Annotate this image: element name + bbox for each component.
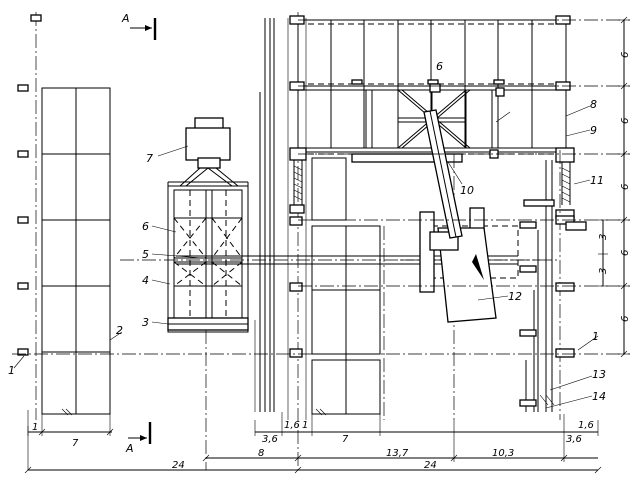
callout-7: 7 (146, 152, 153, 165)
dim-right-6-c: 6 (620, 184, 631, 190)
callout-11: 11 (590, 174, 604, 187)
callout-9: 9 (590, 124, 597, 137)
mobile-crane (400, 109, 540, 420)
dim-bottom-1-right: 1 (302, 420, 308, 431)
callout-6-boom: 6 (436, 60, 443, 73)
callout-1: 1 (8, 364, 15, 377)
dim-bottom-24-left: 24 (172, 460, 185, 471)
dim-right-6-a: 6 (620, 52, 631, 58)
dim-bottom-7-left: 7 (72, 438, 79, 449)
section-mark-bottom (128, 422, 152, 444)
callout-14: 14 (592, 390, 606, 403)
column-left-hatched (289, 147, 307, 214)
grid-axes (12, 19, 630, 470)
dim-bottom-10-3: 10,3 (492, 448, 514, 459)
dim-bottom-24-right: 24 (424, 460, 437, 471)
section-mark-top (130, 18, 157, 40)
dimension-chain-right (598, 16, 630, 358)
callout-6: 6 (142, 220, 149, 233)
dim-bottom-8: 8 (258, 448, 264, 459)
callout-8: 8 (590, 98, 597, 111)
dim-right-6-b: 6 (620, 118, 631, 124)
dim-bottom-1-6-right: 1,6 (578, 420, 594, 431)
callout-5: 5 (142, 248, 149, 261)
dim-right-6-d: 6 (620, 250, 631, 256)
dim-bottom-3-6-left: 3,6 (262, 434, 278, 445)
section-mark-label-top: А (121, 12, 130, 25)
vertical-rails (254, 12, 307, 470)
callout-13: 13 (592, 368, 606, 381)
dim-right-3-a: 3 (598, 234, 609, 240)
dim-bottom-7-right: 7 (342, 434, 349, 445)
callout-12: 12 (508, 290, 522, 303)
wall-panels-lower (289, 157, 385, 420)
right-rail-section (519, 150, 587, 420)
dim-bottom-1-6-left: 1,6 (284, 420, 300, 431)
dim-bottom-13-7: 13,7 (386, 448, 409, 459)
left-column-grid (17, 12, 111, 470)
crane-elevation (167, 117, 249, 333)
dim-bottom-3-6-right: 3,6 (566, 434, 582, 445)
section-mark-label-bottom: А (125, 442, 134, 455)
dim-right-6-e: 6 (620, 316, 631, 322)
callout-leaders (13, 105, 599, 409)
callout-2: 2 (116, 324, 123, 337)
dim-right-3-b: 3 (598, 268, 609, 274)
callout-10: 10 (460, 184, 474, 197)
dim-bottom-1-left: 1 (32, 422, 38, 433)
column-right-hatched (555, 147, 575, 219)
dimension-chains-bottom (24, 412, 602, 474)
callout-3: 3 (142, 316, 149, 329)
callout-1-right: 1 (592, 330, 599, 343)
callout-4: 4 (142, 274, 149, 287)
